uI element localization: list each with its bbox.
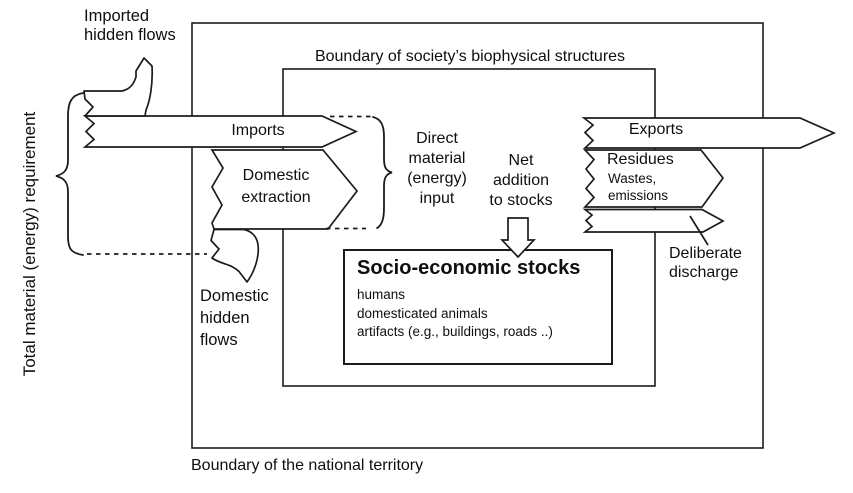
inner-boundary-label: Boundary of society’s biophysical struct… (314, 48, 626, 65)
discharge-pointer-line (689, 215, 709, 246)
wastes-emissions-label: Wastes, emissions (608, 171, 669, 203)
stocks-box-content: Socio-economic stocks humans domesticate… (357, 257, 607, 342)
domestic-extraction-label: Domestic extraction (241, 167, 311, 206)
deliberate-discharge-arrow (582, 208, 725, 233)
stocks-box (343, 249, 613, 365)
domestic-hidden-flows-arrow (210, 228, 260, 283)
stocks-item-humans: humans (357, 287, 406, 302)
exports-arrow (581, 117, 837, 149)
domestic-hidden-flows-label: Domestic hidden flows (200, 287, 269, 349)
exports-label: Exports (628, 121, 684, 138)
national-territory-boundary-box (191, 22, 764, 449)
stocks-item-artifacts: artifacts (e.g., buildings, roads ..) (357, 324, 553, 339)
net-addition-arrow (500, 217, 536, 259)
domestic-extraction-arrow (210, 149, 359, 230)
residues-label: Residues (607, 151, 674, 168)
imported-hidden-flows-label: Imported hidden flows (84, 7, 176, 44)
direct-input-label: Direct material (energy) input (407, 130, 467, 207)
direct-input-brace (372, 116, 393, 229)
residues-arrow (583, 149, 725, 208)
outer-boundary-label: Boundary of the national territory (191, 457, 424, 474)
total-requirement-label: Total material (energy) requirement (19, 111, 39, 377)
deliberate-discharge-label: Deliberate discharge (669, 245, 742, 281)
net-addition-label: Net addition to stocks (489, 152, 553, 209)
stocks-item-animals: domesticated animals (357, 305, 488, 321)
imported-hidden-flows-arrow (83, 57, 154, 117)
stocks-title: Socio-economic stocks (357, 257, 581, 279)
imports-arrow (82, 115, 359, 148)
total-requirement-brace (55, 92, 84, 256)
imports-label: Imports (231, 122, 285, 139)
